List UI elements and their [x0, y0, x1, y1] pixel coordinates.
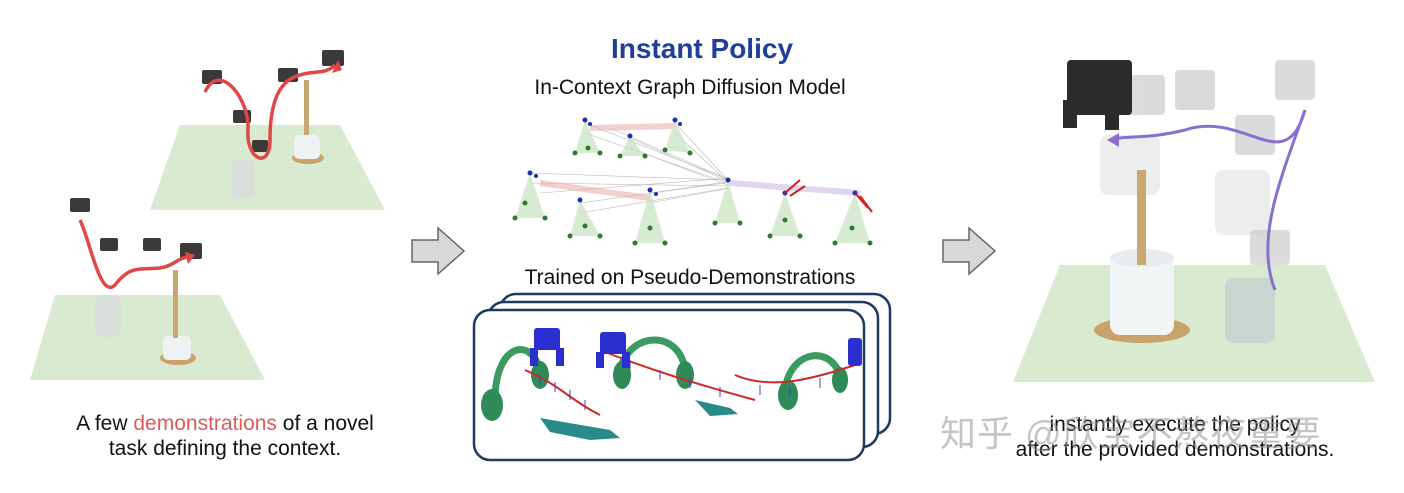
cup-back	[232, 160, 254, 198]
graph-action-arrows	[784, 179, 873, 213]
graph-diffusion-illustration	[512, 117, 873, 246]
ghost-gripper-group	[1125, 60, 1315, 265]
paper-roll-execution	[1110, 255, 1174, 335]
graph-red-links	[539, 123, 676, 201]
table-back	[150, 125, 385, 210]
table-front	[30, 295, 265, 380]
model-label: In-Context Graph Diffusion Model	[534, 76, 846, 99]
trajectory-ticks	[539, 360, 821, 410]
paper-roll-back	[294, 135, 320, 159]
watermark-text: 知乎 @欣宝不熬夜重要	[940, 413, 1322, 454]
trajectory-front	[78, 219, 191, 290]
pseudo-trajectories	[524, 349, 856, 416]
right-caption-line2: after the provided demonstrations.	[1015, 438, 1335, 461]
trajectory-back	[203, 63, 337, 160]
table-execution	[1013, 265, 1375, 382]
left-caption-part2: of a novel	[276, 412, 374, 435]
paper-roll-front	[163, 336, 191, 360]
pseudo-demonstrations-stack	[472, 292, 892, 462]
graph-node-clusters	[512, 117, 873, 246]
right-caption: instantly execute the policy after the p…	[955, 412, 1395, 462]
left-caption-part1: A few	[76, 412, 134, 435]
plane-object	[540, 400, 738, 440]
training-label: Trained on Pseudo-Demonstrations	[524, 266, 856, 289]
cup-front	[95, 295, 121, 337]
diagram-title: Instant Policy	[610, 33, 794, 64]
cup-execution	[1225, 278, 1275, 343]
graph-purple-links	[729, 180, 861, 196]
flow-arrow-left	[411, 226, 466, 276]
flow-arrow-right	[942, 226, 997, 276]
gripper-front-group	[70, 198, 202, 259]
right-caption-line1: instantly execute the policy	[1049, 413, 1301, 436]
main-gripper	[1063, 60, 1132, 130]
demonstrations-illustration	[30, 50, 385, 380]
execution-illustration	[1013, 60, 1375, 382]
blue-gripper-group	[530, 328, 862, 368]
trajectory-execution	[1113, 109, 1307, 291]
left-caption: A few demonstrations of a novel task def…	[30, 411, 420, 461]
left-caption-line2: task defining the context.	[108, 437, 342, 460]
left-caption-highlight: demonstrations	[133, 412, 277, 435]
